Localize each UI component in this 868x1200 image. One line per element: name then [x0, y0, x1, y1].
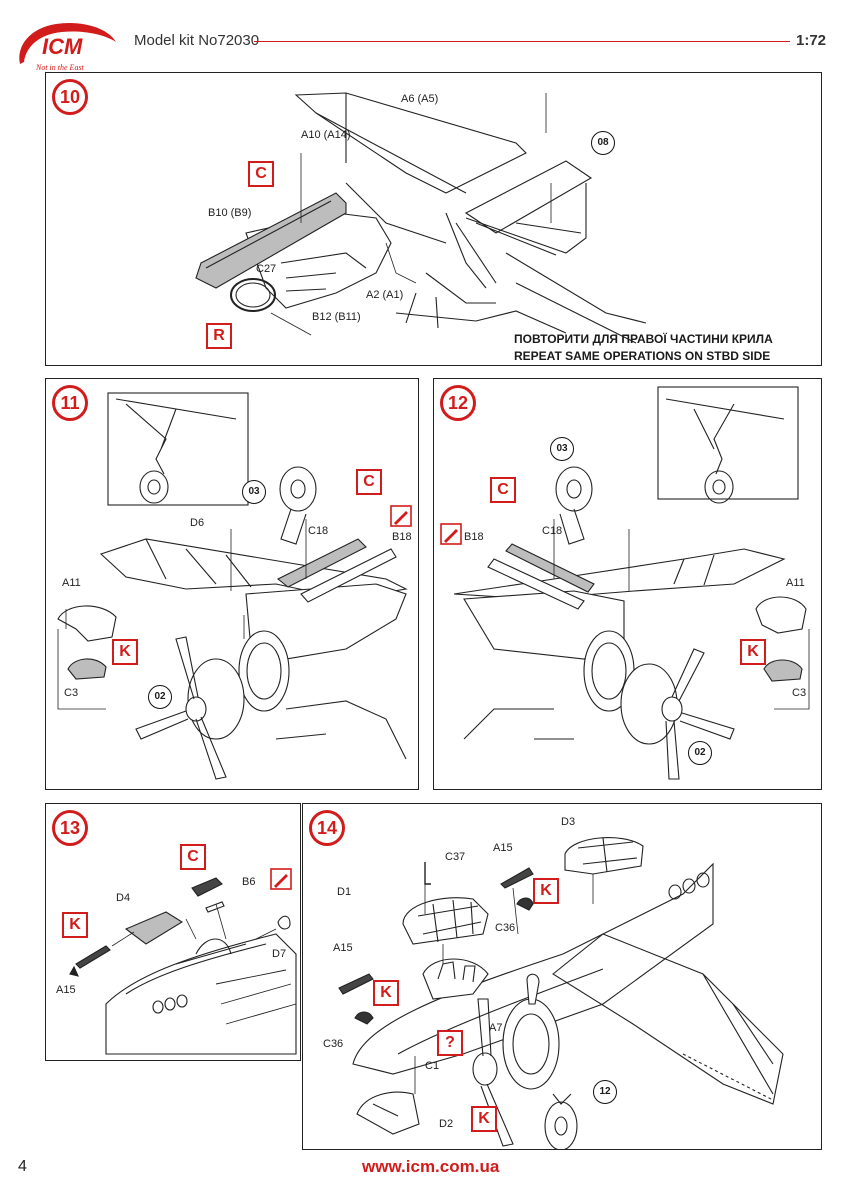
color-mark-k: K — [533, 878, 559, 904]
repeat-note-english: REPEAT SAME OPERATIONS ON STBD SIDE — [514, 349, 771, 363]
part-label: C27 — [256, 263, 277, 275]
part-label: A15 — [56, 984, 76, 996]
logo-text: ICM — [42, 34, 83, 59]
part-label: D1 — [337, 886, 352, 898]
part-label: D7 — [272, 948, 287, 960]
part-label: C18 — [308, 525, 329, 537]
color-mark-r: R — [206, 323, 232, 349]
part-label: A11 — [786, 577, 805, 589]
part-label: A6 (A5) — [401, 93, 439, 105]
scale-label: 1:72 — [796, 32, 827, 49]
paint-brush-icon — [390, 505, 412, 527]
step-10-panel: 10 A6 (A5) A10 (A14) B10 (B9) C27 B12 (B… — [45, 72, 822, 366]
step-11-panel: 11 D6 C18 B18 A11 C3 03 02 C K — [45, 378, 419, 790]
step-number: 10 — [52, 79, 88, 115]
part-label: A15 — [493, 842, 513, 854]
model-kit-number: Model kit No72030 — [134, 32, 260, 49]
step-10-drawing — [195, 92, 647, 344]
color-mark-c: C — [180, 844, 206, 870]
step-14-drawing — [338, 837, 784, 1149]
reference-step-circle: 03 — [242, 480, 266, 504]
step-number: 13 — [52, 810, 88, 846]
part-label: A10 (A14) — [301, 129, 351, 141]
color-mark-c: C — [356, 469, 382, 495]
repeat-note-ukrainian: ПОВТОРИТИ ДЛЯ ПРАВОЇ ЧАСТИНИ КРИЛА — [514, 332, 773, 346]
part-label: B18 — [464, 531, 484, 543]
step-11-drawing — [57, 392, 408, 780]
step-12-panel: 12 B18 C18 A11 C3 03 02 C K — [433, 378, 822, 790]
part-label: A7 — [489, 1022, 503, 1034]
color-mark-k: K — [112, 639, 138, 665]
paint-brush-icon — [270, 868, 292, 890]
part-label: D4 — [116, 892, 131, 904]
part-label: A2 (A1) — [366, 289, 404, 301]
part-label: D3 — [561, 816, 576, 828]
part-label: C3 — [792, 687, 807, 699]
part-label: C37 — [445, 851, 466, 863]
logo-tagline: Not in the East — [35, 63, 85, 72]
part-label: A11 — [62, 577, 81, 589]
repeat-note: ПОВТОРИТИ ДЛЯ ПРАВОЇ ЧАСТИНИ КРИЛА REPEA… — [514, 331, 773, 365]
part-label: C3 — [64, 687, 79, 699]
reference-step-circle: 12 — [593, 1080, 617, 1104]
step-14-panel: 14 D3 A15 C37 D1 C36 A15 C36 A7 C1 D2 12… — [302, 803, 822, 1150]
part-label: C36 — [495, 922, 516, 934]
color-mark-k: K — [373, 980, 399, 1006]
header-rule — [254, 41, 790, 42]
part-label: D2 — [439, 1118, 454, 1130]
part-label: C36 — [323, 1038, 344, 1050]
website-link[interactable]: www.icm.com.ua — [362, 1157, 500, 1176]
step-number: 14 — [309, 810, 345, 846]
part-label: B12 (B11) — [312, 311, 361, 323]
step-12-drawing — [453, 386, 810, 780]
step-13-drawing — [69, 877, 297, 1055]
paint-brush-icon — [440, 523, 462, 545]
part-label: C18 — [542, 525, 563, 537]
color-mark-c: C — [490, 477, 516, 503]
step-number: 12 — [440, 385, 476, 421]
part-label: B10 (B9) — [208, 207, 252, 219]
part-label: B6 — [242, 876, 256, 888]
reference-step-circle: 03 — [550, 437, 574, 461]
part-label: B18 — [392, 531, 412, 543]
color-mark-question: ? — [437, 1030, 463, 1056]
color-mark-c: C — [248, 161, 274, 187]
color-mark-k: K — [740, 639, 766, 665]
step-number: 11 — [52, 385, 88, 421]
reference-step-circle: 02 — [688, 741, 712, 765]
color-mark-k: K — [471, 1106, 497, 1132]
reference-step-circle: 02 — [148, 685, 172, 709]
reference-step-circle: 08 — [591, 131, 615, 155]
part-label: C1 — [425, 1060, 440, 1072]
part-label: D6 — [190, 517, 205, 529]
part-label: A15 — [333, 942, 353, 954]
color-mark-k: K — [62, 912, 88, 938]
page-number: 4 — [18, 1158, 27, 1175]
icm-logo: ICM Not in the East — [12, 18, 122, 74]
step-13-panel: 13 B6 D4 D7 A15 C K — [45, 803, 301, 1061]
